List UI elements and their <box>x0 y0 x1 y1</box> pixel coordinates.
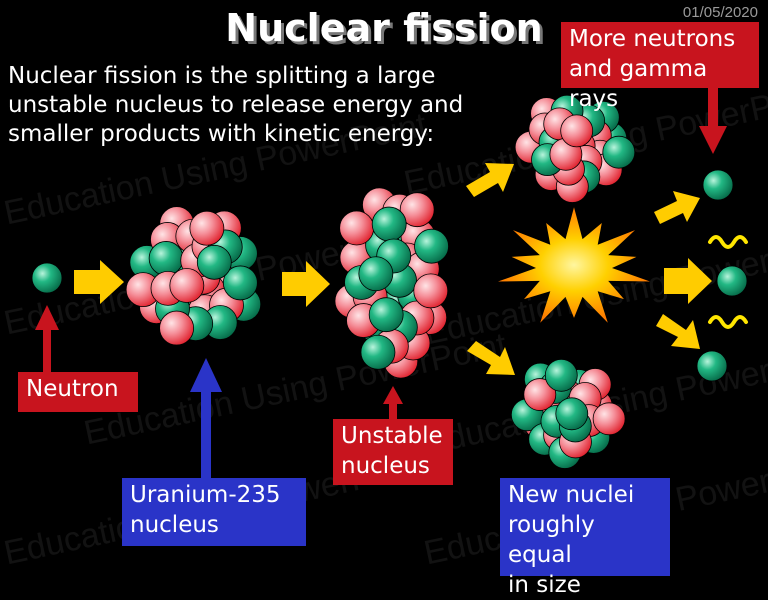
products-pointer-arrow <box>699 86 727 154</box>
neutron <box>148 241 184 276</box>
new-nuclei-label-line3: in size <box>508 572 581 598</box>
new-nuclei-label-line2: roughly equal <box>508 512 595 568</box>
uranium-label-line2: nucleus <box>130 512 219 538</box>
proton <box>413 273 449 309</box>
neutron <box>602 135 636 169</box>
neutron <box>702 169 734 201</box>
arrow-to-middle-neutron <box>664 258 712 304</box>
neutron <box>368 297 404 333</box>
proton <box>339 210 375 246</box>
neutron <box>696 350 728 382</box>
arrow-to-bottom-neutron <box>656 314 700 349</box>
intro-text: Nuclear fission is the splitting a large… <box>8 63 464 147</box>
new-nucleus-top <box>514 94 636 203</box>
released-neutrons <box>696 169 748 382</box>
neutron <box>716 265 748 297</box>
arrow-to-lower-nucleus <box>467 341 515 375</box>
proton <box>560 114 594 148</box>
neutron <box>196 244 232 280</box>
incoming-neutron <box>31 262 63 294</box>
arrow-to-upper-nucleus <box>466 163 514 197</box>
products-label-line1: More neutrons <box>569 26 736 52</box>
neutron <box>414 228 449 264</box>
neutron <box>371 206 407 242</box>
arrow-to-top-neutron <box>654 191 700 224</box>
neutron-pointer-arrow <box>35 305 59 372</box>
proton <box>169 268 205 303</box>
gamma-ray-icon <box>708 235 748 249</box>
uranium-pointer-arrow <box>190 358 222 478</box>
neutron-label: Neutron <box>18 372 138 412</box>
neutron <box>31 262 63 294</box>
neutron-label-text: Neutron <box>26 376 119 402</box>
unstable-pointer-arrow <box>383 386 403 420</box>
uranium-235-nucleus <box>125 206 262 346</box>
arrow-neutron-to-uranium <box>74 260 124 304</box>
unstable-label-line1: Unstable <box>341 423 443 449</box>
uranium-label-line1: Uranium-235 <box>130 482 281 508</box>
new-nucleus-bottom <box>510 358 626 469</box>
slide-title: Nuclear fission <box>225 6 543 50</box>
proton <box>592 402 626 436</box>
fission-diagram <box>31 86 748 478</box>
proton <box>159 310 194 346</box>
neutron <box>358 256 394 292</box>
products-label-line2: and gamma rays <box>569 56 708 112</box>
neutron <box>222 265 258 301</box>
gamma-ray-icon <box>708 315 748 329</box>
arrow-uranium-to-unstable <box>282 261 330 307</box>
neutron <box>544 358 578 392</box>
proton <box>189 210 225 246</box>
new-nuclei-label-line1: New nuclei <box>508 482 635 508</box>
unstable-label-line2: nucleus <box>341 453 430 479</box>
uranium-label: Uranium-235 nucleus <box>122 478 306 546</box>
slide-date: 01/05/2020 <box>682 4 758 21</box>
energy-release-explosion-icon <box>498 207 650 323</box>
products-label: More neutrons and gamma rays <box>561 22 759 112</box>
neutron <box>555 397 589 431</box>
new-nuclei-label: New nuclei roughly equal in size <box>500 478 670 598</box>
neutron <box>360 334 396 370</box>
unstable-nucleus <box>334 187 449 379</box>
proton <box>399 192 435 228</box>
proton <box>523 378 557 411</box>
unstable-label: Unstable nucleus <box>333 419 453 485</box>
